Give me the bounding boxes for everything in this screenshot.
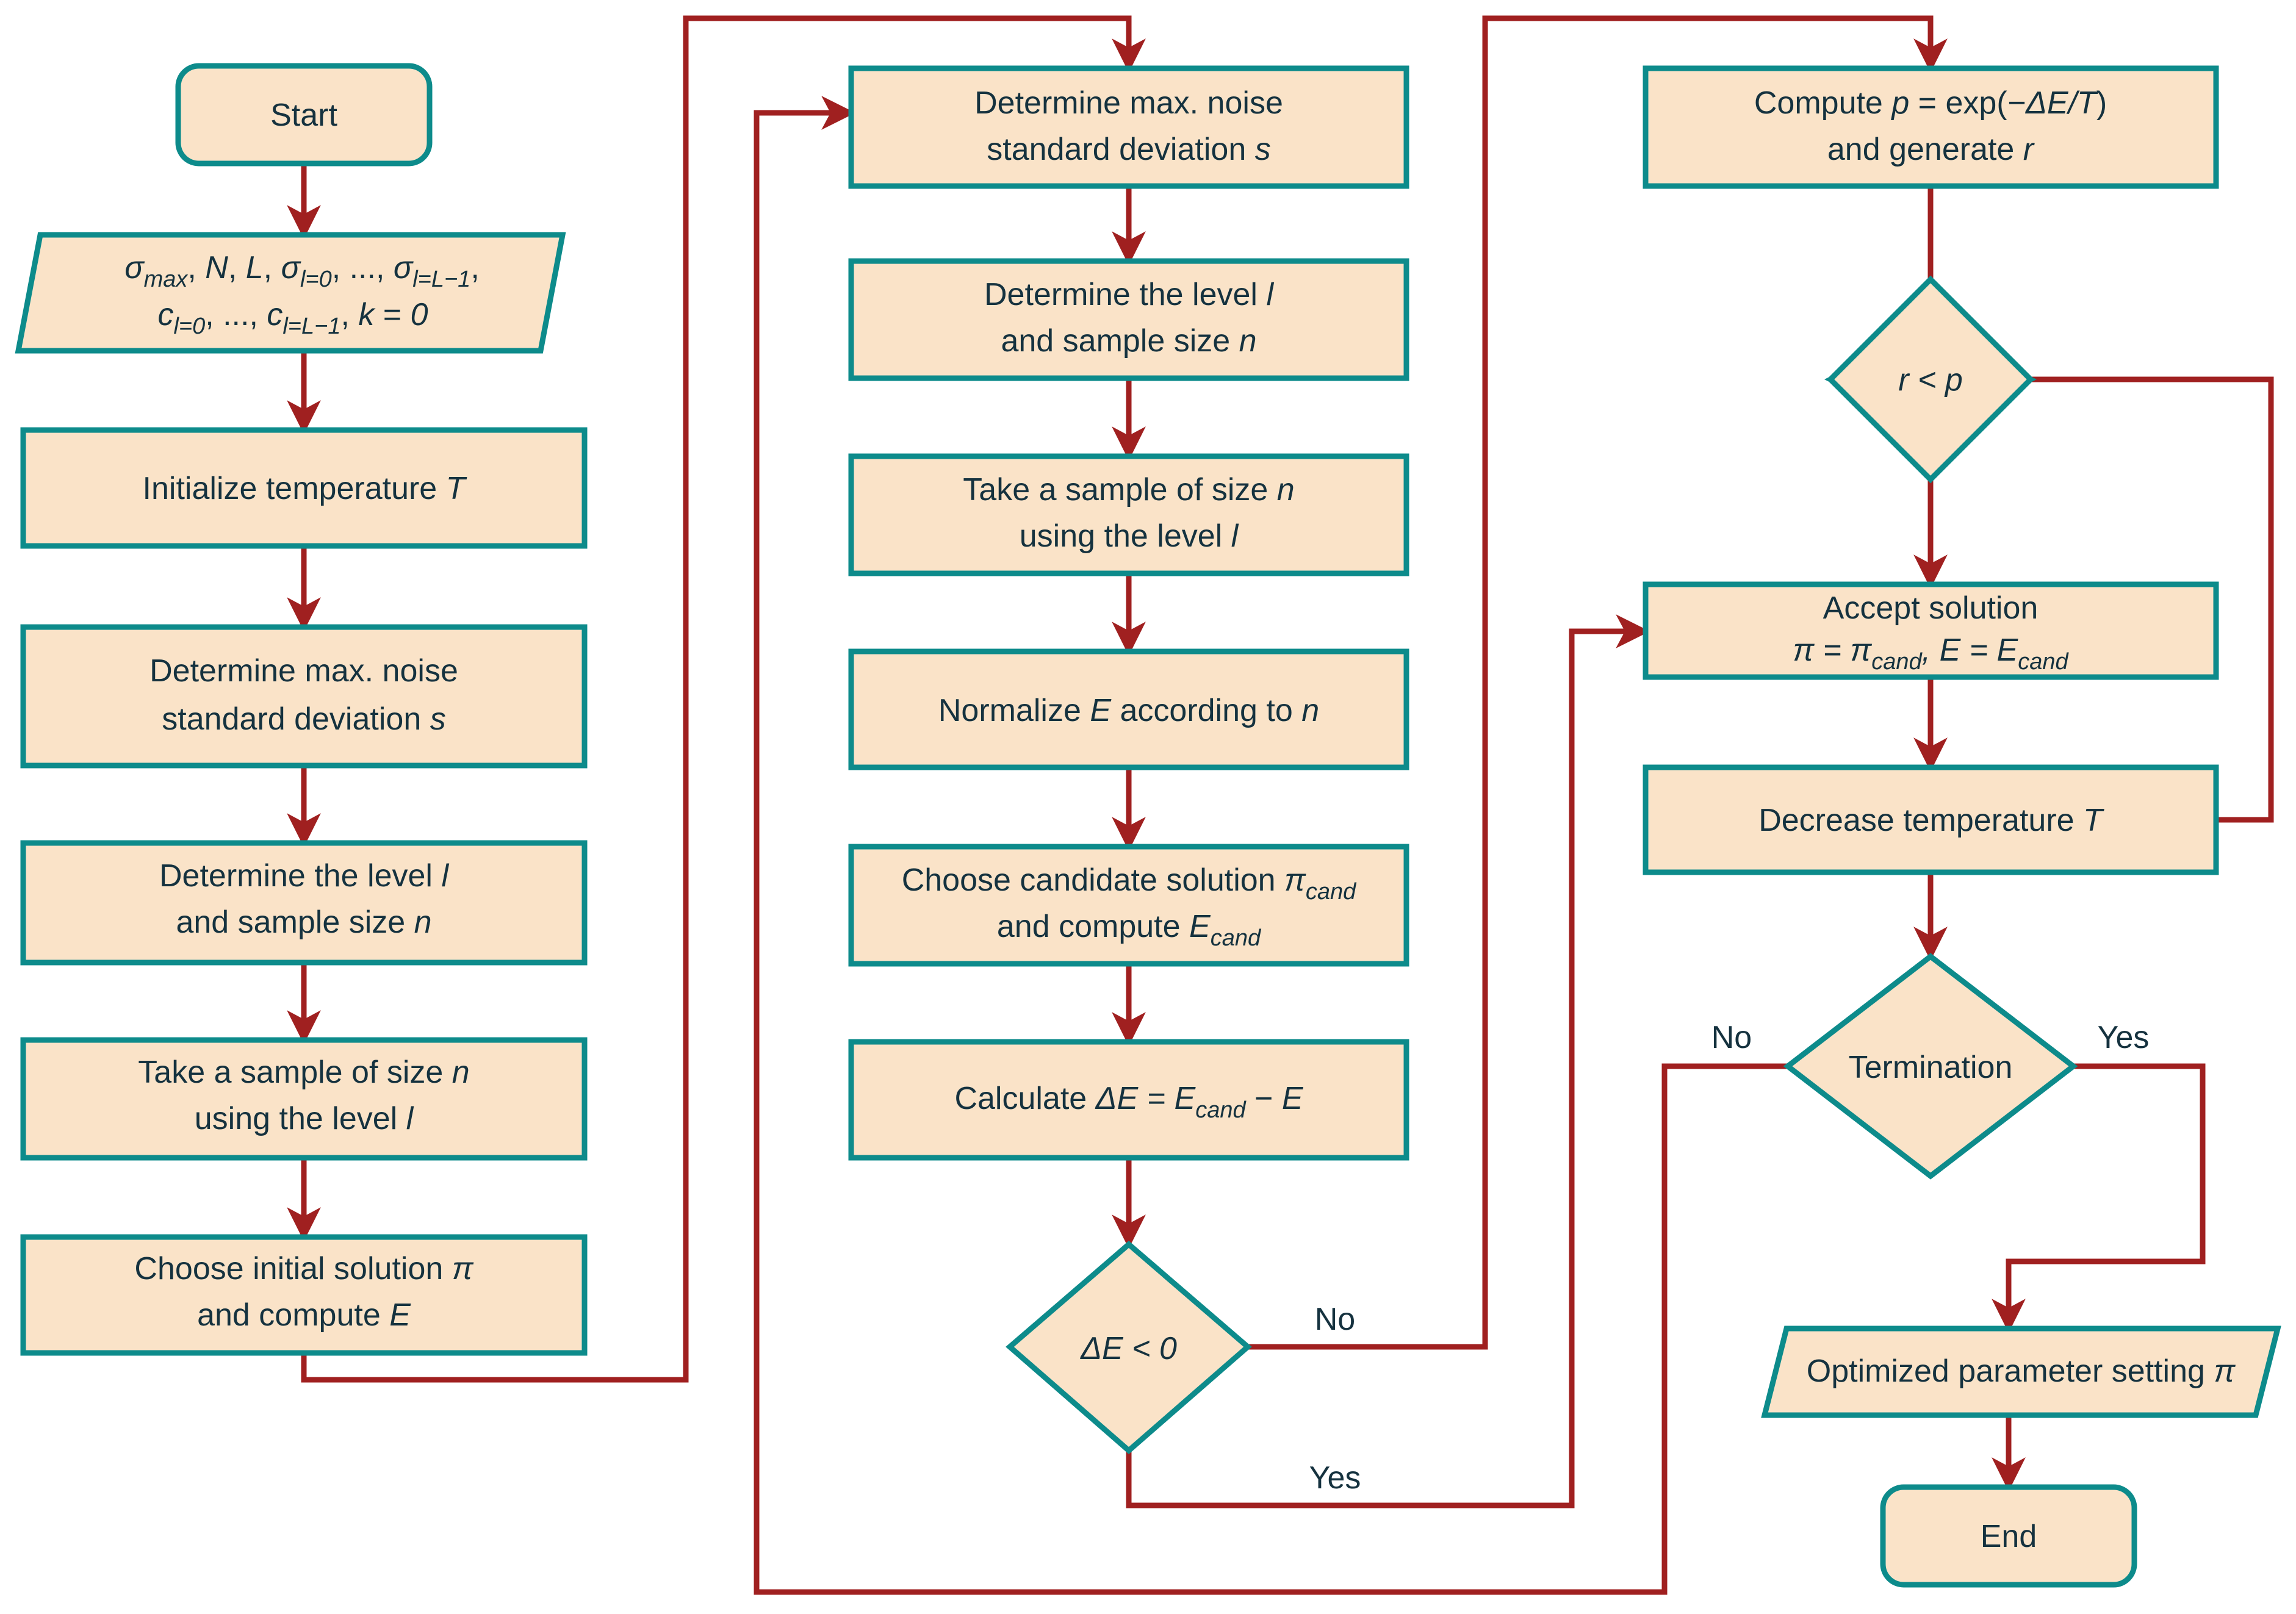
node-inputs[interactable]: σmax, N, L, σl=0, ..., σl=L−1, cl=0, ...… [15, 232, 566, 354]
node-r-decision[interactable]: r < p [1824, 275, 2037, 484]
node-max-noise-mid-line2: standard deviation s [987, 132, 1270, 167]
node-level-left-line1: Determine the level l [159, 858, 449, 894]
node-accept-solution[interactable]: Accept solution π = πcand, E = Ecand [1643, 581, 2219, 680]
node-level-left-line2: and sample size n [176, 905, 431, 940]
node-candidate-solution-line2: and compute Ecand [997, 909, 1262, 951]
node-calc-delta-label: Calculate ΔE = Ecand − E [954, 1081, 1303, 1123]
node-sample-left-line2: using the level l [195, 1101, 414, 1136]
node-sample-mid-line2: using the level l [1020, 518, 1239, 554]
node-sample-left-line1: Take a sample of size n [138, 1055, 469, 1090]
edge-delta-no-to-compute-p [1248, 15, 1948, 1350]
node-level-mid-line2: and sample size n [1001, 323, 1256, 359]
node-layer: Start σmax, N, L, σl=0, ..., σl=L−1, cl=… [15, 63, 2281, 1588]
edge-label-delta-yes: Yes [1309, 1460, 1361, 1496]
edge-delta-yes-to-accept [1126, 614, 1650, 1508]
node-accept-solution-line1: Accept solution [1823, 590, 2039, 626]
node-delta-decision[interactable]: ΔE < 0 [1006, 1241, 1252, 1454]
node-start-label: Start [270, 98, 337, 133]
node-compute-p-line2: and generate r [1827, 132, 2035, 167]
node-level-mid-line1: Determine the level l [984, 277, 1274, 312]
node-decrease-temperature-label: Decrease temperature T [1758, 803, 2104, 838]
node-r-decision-label: r < p [1898, 362, 1963, 398]
node-decrease-temperature[interactable]: Decrease temperature T [1643, 764, 2219, 875]
node-accept-solution-line2: π = πcand, E = Ecand [1793, 633, 2069, 675]
node-level-left[interactable]: Determine the level l and sample size n [20, 840, 588, 966]
node-max-noise-left-line2: standard deviation s [162, 701, 445, 737]
node-initial-solution-line1: Choose initial solution π [134, 1251, 473, 1286]
node-end[interactable]: End [1880, 1484, 2137, 1588]
edge-label-termination-yes: Yes [2098, 1020, 2150, 1055]
edge-label-termination-no: No [1711, 1020, 1752, 1055]
node-initialize-temperature[interactable]: Initialize temperature T [20, 427, 588, 549]
node-output-label: Optimized parameter setting π [1807, 1354, 2236, 1389]
node-delta-decision-label: ΔE < 0 [1079, 1331, 1177, 1366]
node-max-noise-mid[interactable]: Determine max. noise standard deviation … [848, 65, 1409, 189]
node-start[interactable]: Start [175, 63, 433, 167]
node-candidate-solution[interactable]: Choose candidate solution πcand and comp… [848, 844, 1409, 967]
node-candidate-solution-line1: Choose candidate solution πcand [902, 863, 1357, 905]
node-initial-solution[interactable]: Choose initial solution π and compute E [20, 1234, 588, 1356]
node-sample-mid[interactable]: Take a sample of size n using the level … [848, 453, 1409, 576]
node-compute-p-line1: Compute p = exp(−ΔE/T) [1754, 85, 2107, 121]
node-sample-left[interactable]: Take a sample of size n using the level … [20, 1037, 588, 1161]
node-initial-solution-line2: and compute E [197, 1297, 411, 1333]
node-level-mid[interactable]: Determine the level l and sample size n [848, 258, 1409, 381]
node-compute-p[interactable]: Compute p = exp(−ΔE/T) and generate r [1643, 65, 2219, 189]
node-termination[interactable]: Termination [1783, 953, 2078, 1180]
edge-termination-no-to-maxnoise-mid [754, 96, 1788, 1595]
node-max-noise-left-line1: Determine max. noise [149, 653, 458, 689]
edge-initsolution-to-maxnoise-mid [301, 15, 1146, 1383]
edge-label-layer: No Yes No Yes [1309, 1020, 2150, 1496]
node-termination-label: Termination [1849, 1050, 2013, 1085]
node-sample-mid-line1: Take a sample of size n [963, 472, 1294, 508]
node-calc-delta[interactable]: Calculate ΔE = Ecand − E [848, 1039, 1409, 1161]
node-initialize-temperature-label: Initialize temperature T [143, 471, 467, 506]
edge-layer [287, 15, 2274, 1595]
node-end-label: End [1981, 1519, 2037, 1554]
node-normalize[interactable]: Normalize E according to n [848, 648, 1409, 770]
node-inputs-line1: σmax, N, L, σl=0, ..., σl=L−1, [124, 250, 480, 292]
node-normalize-label: Normalize E according to n [938, 693, 1319, 728]
node-inputs-line2: cl=0, ..., cl=L−1, k = 0 [157, 297, 428, 339]
node-output[interactable]: Optimized parameter setting π [1761, 1325, 2281, 1418]
node-max-noise-mid-line1: Determine max. noise [974, 85, 1283, 121]
node-max-noise-left[interactable]: Determine max. noise standard deviation … [20, 624, 588, 769]
edge-label-delta-no: No [1315, 1302, 1355, 1337]
edge-termination-yes-to-output [1992, 1063, 2206, 1333]
